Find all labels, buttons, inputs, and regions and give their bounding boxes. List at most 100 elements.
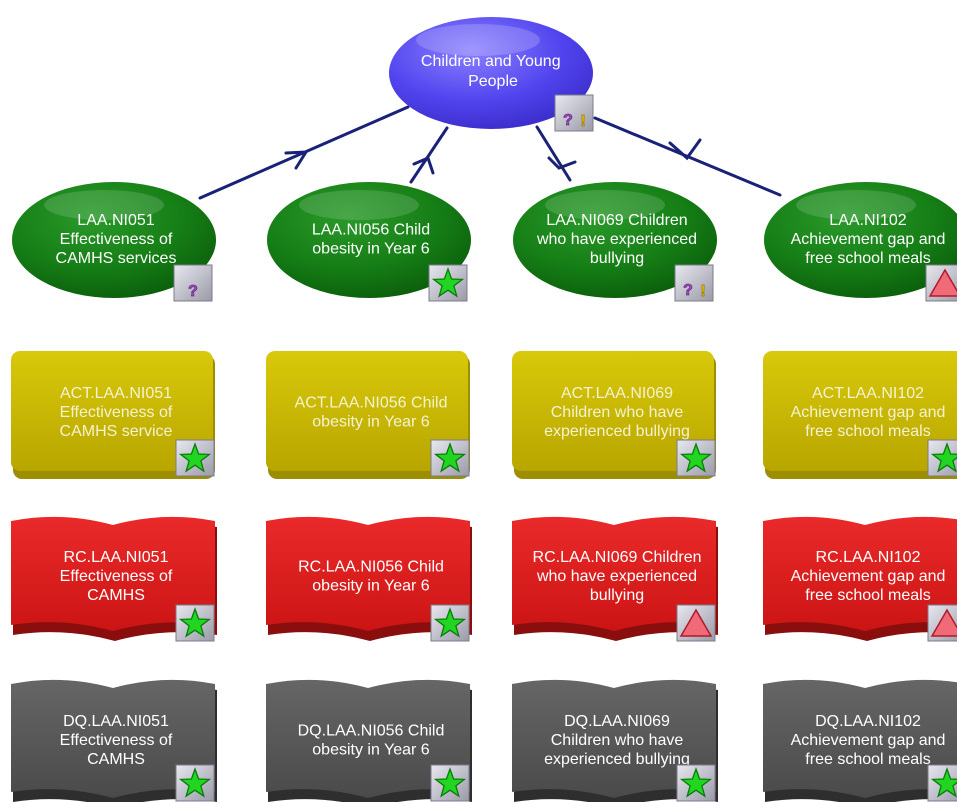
question-icon: ? [173, 264, 213, 302]
root-label-line-1: Children and Young [421, 53, 561, 70]
goal-node-label-line-2: Effectiveness of [60, 231, 173, 248]
dq-node-shape [266, 679, 470, 798]
root-node-children-and-young-people[interactable]: Children and Young People ?! [389, 17, 594, 132]
dq-node-label-line-1: DQ.LAA.NI069 [564, 713, 670, 730]
action-node-shape [512, 351, 714, 471]
record-node-shape [11, 516, 215, 631]
star-shape [433, 767, 467, 798]
action-node-label-line-2: Children who have [551, 404, 684, 421]
record-node-label-line-2: Effectiveness of [60, 568, 173, 585]
record-node-shape [266, 516, 470, 631]
action-node-label-line-1: ACT.LAA.NI051 [60, 385, 172, 402]
record-node-label-line-3: bullying [590, 587, 644, 604]
action-node-shape [763, 351, 957, 471]
star-icon [175, 604, 215, 642]
goal-node-shine [44, 190, 164, 220]
star-icon [430, 764, 470, 802]
triangle-shape [928, 268, 957, 297]
goal-node-shape [12, 182, 216, 298]
dq-node-label-line-1: DQ.LAA.NI056 Child [298, 723, 445, 740]
star-icon [430, 439, 470, 477]
record-node-label-line-2: Achievement gap and [791, 568, 946, 585]
record-node-label-line-1: RC.LAA.NI102 [816, 549, 921, 566]
star-icon [175, 439, 215, 477]
dq-node-label-line-2: Effectiveness of [60, 732, 173, 749]
goal-node-shine [796, 190, 916, 220]
connector-ni051-arrowhead [284, 150, 309, 170]
connector-ni069-arrowhead [547, 156, 577, 170]
goal-node-label-line-1: LAA.NI069 Children [546, 212, 687, 229]
root-label-line-2: People [468, 73, 518, 90]
warning-triangle-icon [925, 264, 957, 302]
star-icon [175, 764, 215, 802]
record-node-label-line-3: free school meals [805, 587, 930, 604]
action-node-label-line-2: Effectiveness of [60, 404, 173, 421]
status-badge-frame [674, 264, 714, 302]
goal-node-label-line-2: obesity in Year 6 [312, 241, 430, 258]
dq-node-ni056[interactable]: DQ.LAA.NI056 Child obesity in Year 6 [266, 679, 472, 802]
action-node-label-line-2: Achievement gap and [791, 404, 946, 421]
goal-node-shine [545, 190, 665, 220]
dq-node-label-line-2: obesity in Year 6 [312, 742, 430, 759]
goal-node-label-line-3: bullying [590, 250, 644, 267]
connector-ni069 [535, 125, 572, 182]
warning-triangle-icon [676, 604, 716, 642]
record-node-label-line-1: RC.LAA.NI051 [64, 549, 169, 566]
record-node-shape [512, 516, 716, 631]
goal-node-shape [513, 182, 717, 298]
question-glyph: ? [563, 112, 573, 129]
warning-triangle-icon [927, 604, 957, 642]
goal-node-shine [299, 190, 419, 220]
record-node-ni056[interactable]: RC.LAA.NI056 Child obesity in Year 6 [266, 516, 472, 642]
action-node-label-line-1: ACT.LAA.NI069 [561, 385, 673, 402]
status-badge-frame [173, 264, 213, 302]
dq-node-label-line-3: CAMHS [87, 751, 145, 768]
connector-ni056 [409, 126, 449, 184]
action-node-shape [266, 351, 468, 471]
question-warning-icon: ?! [554, 94, 594, 132]
star-icon [927, 439, 957, 477]
record-node-label-line-1: RC.LAA.NI069 Children [533, 549, 702, 566]
record-node-label-line-3: CAMHS [87, 587, 145, 604]
goal-node-shape [267, 182, 471, 298]
connector-ni102-arrowhead [668, 138, 702, 161]
record-node-label-line-2: obesity in Year 6 [312, 578, 430, 595]
dq-node-label-line-3: experienced bullying [544, 751, 690, 768]
dq-node-label-line-2: Achievement gap and [791, 732, 946, 749]
root-node-shape [389, 17, 593, 129]
star-icon [428, 264, 468, 302]
record-node-label-line-1: RC.LAA.NI056 Child [298, 559, 444, 576]
star-shape [178, 442, 212, 473]
exclamation-glyph: ! [580, 113, 585, 130]
connector-ni056-arrowhead [412, 155, 435, 175]
dq-node-label-line-1: DQ.LAA.NI051 [63, 713, 169, 730]
action-node-label-line-3: experienced bullying [544, 423, 690, 440]
exclamation-glyph: ! [700, 283, 705, 300]
root-node-shine [416, 24, 540, 56]
dq-node-label-line-2: Children who have [551, 732, 684, 749]
star-shape [679, 767, 713, 798]
